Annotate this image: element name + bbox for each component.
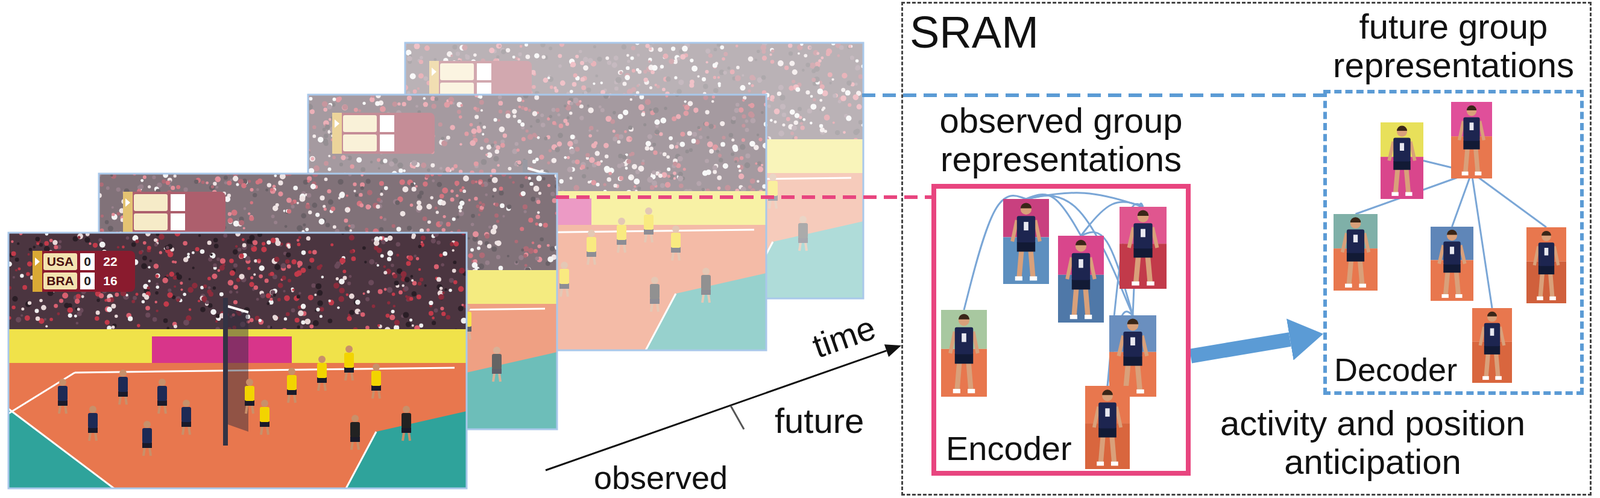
- illustration: [0, 0, 1600, 498]
